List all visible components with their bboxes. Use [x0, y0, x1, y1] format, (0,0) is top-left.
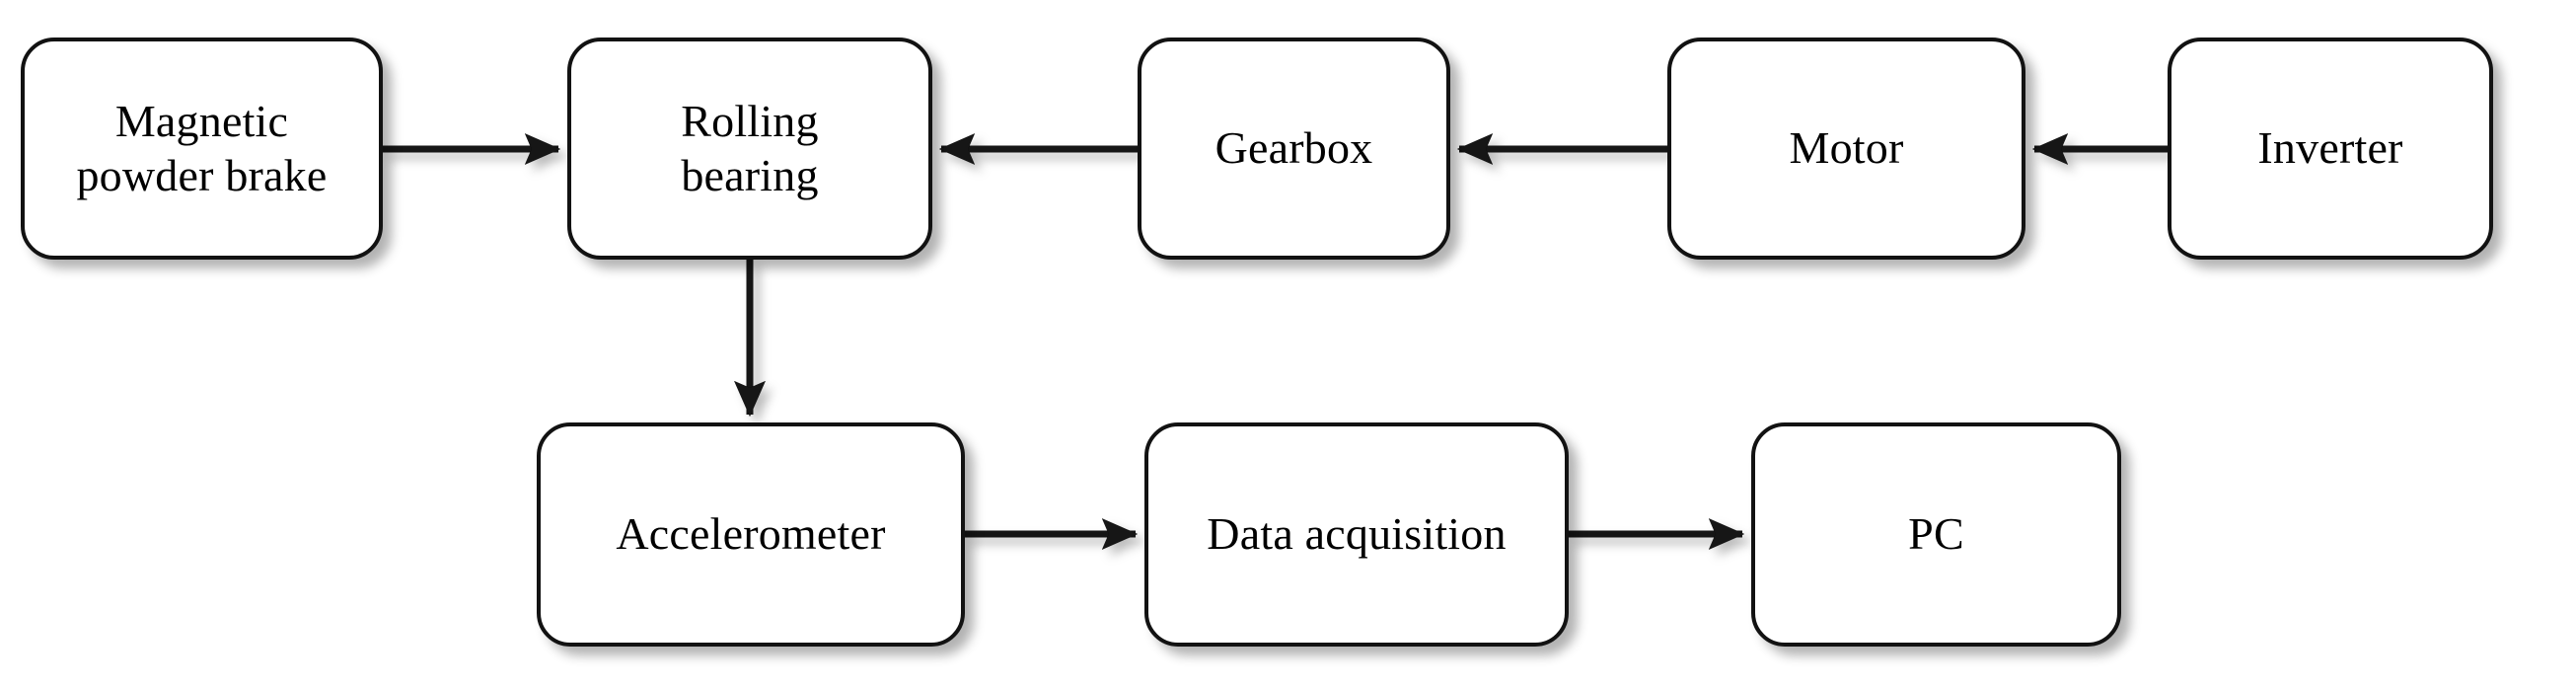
node-label: Accelerometer [616, 508, 886, 560]
node-label: Gearbox [1214, 122, 1373, 174]
node-pc[interactable]: PC [1751, 422, 2121, 647]
node-label: Inverter [2257, 122, 2403, 174]
node-data-acquisition[interactable]: Data acquisition [1144, 422, 1569, 647]
node-label: Data acquisition [1207, 508, 1507, 560]
node-motor[interactable]: Motor [1667, 38, 2025, 260]
node-gearbox[interactable]: Gearbox [1138, 38, 1450, 260]
node-rolling-bearing[interactable]: Rolling bearing [567, 38, 932, 260]
node-label: PC [1908, 508, 1964, 560]
node-inverter[interactable]: Inverter [2168, 38, 2493, 260]
node-label: Rolling bearing [681, 96, 819, 200]
node-magnetic-powder-brake[interactable]: Magnetic powder brake [21, 38, 383, 260]
node-label: Magnetic powder brake [76, 96, 328, 200]
node-accelerometer[interactable]: Accelerometer [537, 422, 965, 647]
node-label: Motor [1789, 122, 1904, 174]
